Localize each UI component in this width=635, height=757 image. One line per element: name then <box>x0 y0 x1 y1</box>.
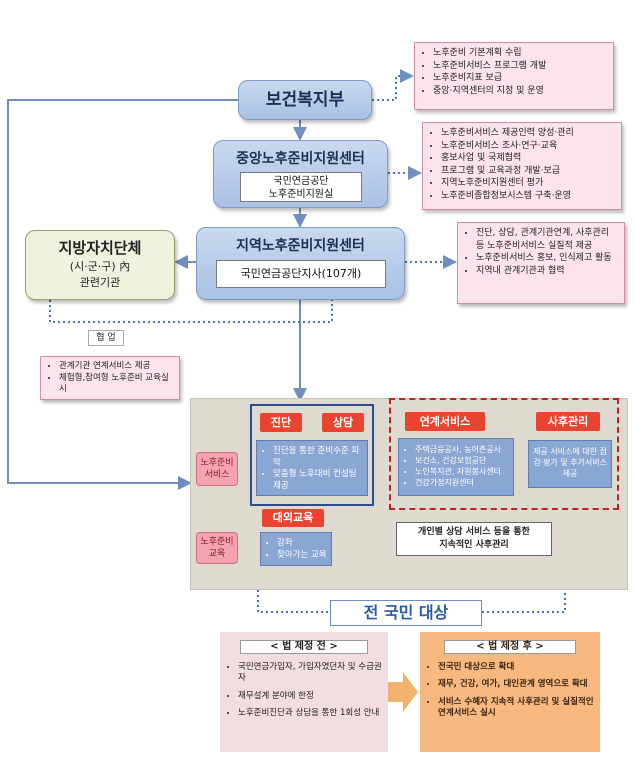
local-gov-line2: (시·군·구) 內 <box>69 260 131 273</box>
after-law-item: 재무, 건강, 여가, 대인관계 영역으로 확대 <box>438 679 594 691</box>
before-law-item: 노후준비진단과 상담을 통한 1회성 안내 <box>238 708 382 720</box>
after-law-title: < 법 제정 후 > <box>444 640 576 654</box>
central-operator-line1: 국민연금공단 <box>273 176 329 187</box>
aftercare-item: 제공 서비스에 대한 점검·평가 및 추가서비스 제공 <box>533 447 607 478</box>
central-task: 노후준비서비스 제공인력 양성·관리 <box>441 127 615 140</box>
central-tasks-note: 노후준비서비스 제공인력 양성·관리 노후준비서비스 조사·연구·교육 홍보사업… <box>422 122 622 210</box>
target-banner: 전 국민 대상 <box>330 600 482 626</box>
link-item: 건강가정지원센터 <box>415 477 509 488</box>
central-task: 홍보사업 및 국제협력 <box>441 152 615 165</box>
central-task: 노후준비서비스 조사·연구·교육 <box>441 140 615 153</box>
after-law-panel: < 법 제정 후 > 전국민 대상으로 확대 재무, 건강, 여가, 대인관계 … <box>420 632 600 752</box>
outreach-label: 대외교육 <box>262 509 324 527</box>
outreach-details: 강좌 찾아가는 교육 <box>260 532 332 566</box>
before-law-item: 국민연금가입자, 가입자였던자 및 수급권자 <box>238 662 382 685</box>
diagnosis-consult-frame <box>250 404 374 506</box>
link-item: 주택금융공사, 농어촌공사 <box>415 444 509 455</box>
outreach-item: 찾아가는 교육 <box>277 550 327 562</box>
diagnosis-item: 맞춤형 노후대비 컨설팅 제공 <box>273 469 363 492</box>
regional-task: 진단, 상담, 관계기관연계, 사후관리 등 노후준비서비스 실질적 제공 <box>476 227 618 252</box>
regional-tasks-note: 진단, 상담, 관계기관연계, 사후관리 등 노후준비서비스 실질적 제공 노후… <box>457 222 625 304</box>
ministry-tasks-note: 노후준비 기본계획 수립 노후준비서비스 프로그램 개발 노후준비지표 보급 중… <box>414 42 614 110</box>
central-operator-box: 국민연금공단 노후준비지원실 <box>240 172 362 202</box>
cooperation-item: 관계기관 연계서비스 제공 <box>59 361 173 373</box>
diagnosis-label: 진단 <box>260 413 302 432</box>
local-gov-title: 지방자치단체 <box>58 239 142 257</box>
service-side-label: 노후준비 서비스 <box>196 452 238 486</box>
link-item: 노인복지관, 자원봉사센터 <box>415 466 509 477</box>
regional-task: 지역내 관계기관과 협력 <box>476 265 618 278</box>
before-law-item: 재무설계 분야에 한정 <box>238 691 382 703</box>
ministry-box: 보건복지부 <box>238 80 372 120</box>
after-law-item: 서비스 수혜자 지속적 사후관리 및 실질적인 연계서비스 실시 <box>438 697 594 720</box>
cooperation-label: 협 업 <box>88 330 124 346</box>
regional-operator-box: 국민연금공단지사(107개) <box>216 260 386 288</box>
central-center-title: 중앙노후준비지원센터 <box>236 151 365 167</box>
central-operator-line2: 노후준비지원실 <box>268 189 334 200</box>
central-task: 노후준비종합정보시스템 구축·운영 <box>441 190 615 203</box>
education-side-label: 노후준비 교육 <box>196 532 238 564</box>
cooperation-note: 관계기관 연계서비스 제공 체험형,참여형 노후준비 교육실시 <box>40 356 180 400</box>
before-law-title: < 법 제정 전 > <box>240 640 368 654</box>
link-service-details: 주택금융공사, 농어촌공사 보건소, 건강보험공단 노인복지관, 자원봉사센터 … <box>398 438 514 496</box>
central-task: 프로그램 및 교육과정 개발·보급 <box>441 165 615 178</box>
local-gov-box: 지방자치단체 (시·군·구) 內 관련기관 <box>25 230 175 300</box>
central-task: 지역노후준비지원센터 평가 <box>441 177 615 190</box>
cooperation-item: 체험형,참여형 노후준비 교육실시 <box>59 373 173 396</box>
ministry-task: 노후준비서비스 프로그램 개발 <box>433 60 607 73</box>
link-service-label: 연계서비스 <box>405 412 485 431</box>
ministry-title: 보건복지부 <box>265 90 345 110</box>
ministry-task: 노후준비지표 보급 <box>433 72 607 85</box>
consult-label: 상담 <box>322 413 364 432</box>
continuous-aftercare-box: 개인별 상담 서비스 등을 통한 지속적인 사후관리 <box>396 522 552 556</box>
diagnosis-item: 진단을 통한 준비수준 파악 <box>273 446 363 469</box>
link-item: 보건소, 건강보험공단 <box>415 455 509 466</box>
outreach-item: 강좌 <box>277 538 327 550</box>
ministry-task: 노후준비 기본계획 수립 <box>433 47 607 60</box>
ministry-task: 중앙·지역센터의 지정 및 운영 <box>433 85 607 98</box>
after-law-item: 전국민 대상으로 확대 <box>438 662 594 674</box>
aftercare-label: 사후관리 <box>536 412 600 431</box>
aftercare-details: 제공 서비스에 대한 점검·평가 및 추가서비스 제공 <box>528 440 612 488</box>
before-law-panel: < 법 제정 전 > 국민연금가입자, 가입자였던자 및 수급권자 재무설계 분… <box>220 632 388 752</box>
link-aftercare-frame <box>389 398 619 510</box>
local-gov-line3: 관련기관 <box>79 276 121 289</box>
regional-operator: 국민연금공단지사(107개) <box>240 267 362 280</box>
regional-task: 노후준비서비스 홍보, 인식제고 활동 <box>476 252 618 265</box>
regional-center-title: 지역노후준비지원센터 <box>236 238 365 254</box>
diagnosis-details: 진단을 통한 준비수준 파악 맞춤형 노후대비 컨설팅 제공 <box>256 440 368 496</box>
